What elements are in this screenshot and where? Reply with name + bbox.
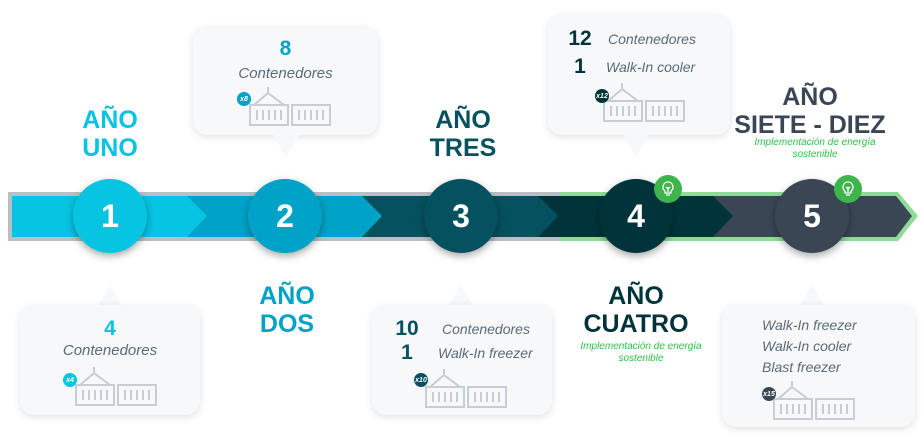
year-line: UNO <box>82 134 138 162</box>
container-icon <box>603 83 685 122</box>
callout-pointer <box>273 135 299 157</box>
item-count: 10 <box>395 317 419 340</box>
quantity-badge: x4 <box>63 373 77 387</box>
item-count: 1 <box>574 55 586 78</box>
callout-row: 12 Contenedores <box>562 27 696 51</box>
equipment-item: Blast freezer <box>762 359 841 375</box>
equipment-item: Walk-In cooler <box>762 338 852 354</box>
container-icon <box>75 367 157 406</box>
item-label: Contenedores <box>442 321 530 337</box>
year-line: AÑO <box>435 106 491 134</box>
year-line: AÑO <box>608 282 664 310</box>
callout-step-1: 4 Contenedores x4 <box>20 305 200 415</box>
lightbulb-leaf-icon <box>654 175 682 203</box>
callout-step-2: 8 Contenedores x8 <box>193 27 378 135</box>
year-line: SIETE - DIEZ <box>734 111 886 139</box>
callout-row: 1 Walk-In freezer <box>388 341 533 365</box>
container-icon <box>425 369 507 408</box>
container-icon <box>249 87 331 126</box>
item-count: 1 <box>401 341 413 364</box>
year-line: AÑO <box>259 282 315 310</box>
container-label: Contenedores <box>238 65 333 82</box>
callout-step-4: 12 Contenedores 1 Walk-In cooler x12 <box>548 15 730 135</box>
step-3-circle: 3 <box>424 179 498 253</box>
container-label: Contenedores <box>62 342 158 359</box>
callout-pointer <box>448 285 474 307</box>
container-count: 8 <box>279 37 292 60</box>
container-icon <box>773 381 855 420</box>
callout-pointer <box>623 135 649 157</box>
year-line: CUATRO <box>583 310 689 338</box>
lightbulb-leaf-icon <box>834 175 862 203</box>
item-label: Contenedores <box>608 31 696 47</box>
item-label: Walk-In freezer <box>438 345 533 361</box>
year-line: TRES <box>429 134 497 162</box>
callout-row: 1 Walk-In cooler <box>562 55 695 79</box>
quantity-badge: x8 <box>237 92 251 106</box>
step-2-circle: 2 <box>248 179 322 253</box>
callout-pointer <box>799 285 825 307</box>
callout-step-5: Walk-In freezer Walk-In cooler Blast fre… <box>722 305 915 427</box>
year-line: AÑO <box>782 83 838 111</box>
container-count: 4 <box>104 317 116 340</box>
year-line: DOS <box>259 310 315 338</box>
item-count: 12 <box>568 27 592 50</box>
equipment-item: Walk-In freezer <box>762 317 857 333</box>
quantity-badge: x10 <box>414 373 428 387</box>
year-line: AÑO <box>82 106 138 134</box>
item-label: Walk-In cooler <box>606 59 696 75</box>
sustainable-energy-note-5: Implementación de energía sostenible <box>754 137 876 160</box>
quantity-badge: x15 <box>762 387 776 401</box>
sustainable-energy-note-4: Implementación de energía sostenible <box>580 341 702 364</box>
callout-pointer <box>97 285 123 307</box>
callout-step-3: 10 Contenedores 1 Walk-In freezer x10 <box>372 305 552 415</box>
callout-row: 10 Contenedores <box>388 317 530 341</box>
step-1-circle: 1 <box>73 179 147 253</box>
quantity-badge: x12 <box>595 89 609 103</box>
